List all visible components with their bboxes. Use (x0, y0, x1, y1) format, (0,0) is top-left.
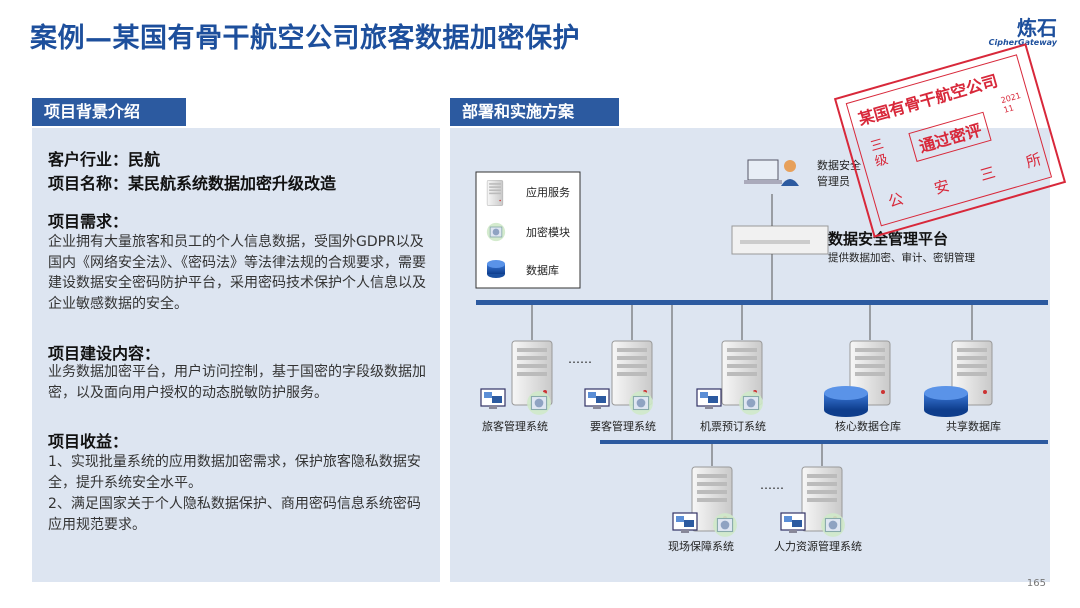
content-heading: 项目建设内容： (48, 344, 161, 363)
tab-background: 项目背景介绍 (32, 98, 186, 126)
page-title: 案例—某国有骨干航空公司旅客数据加密保护 (30, 23, 580, 54)
platform-title: 数据安全管理平台 (828, 230, 949, 248)
needs-heading: 项目需求： (48, 212, 129, 231)
logo-cn: 炼石 (1017, 16, 1057, 40)
benefit-1: 1、实现批量系统的应用数据加密需求，保护旅客隐私数据安全，提升系统安全水平。 (48, 454, 421, 491)
customer-industry: 客户行业：民航 (48, 150, 161, 169)
platform-subtitle: 提供数据加密、审计、密钥管理 (828, 252, 975, 264)
system-passenger: 旅客管理系统 (482, 420, 548, 433)
brand-logo: 炼石 CipherGateway (985, 12, 1065, 52)
system-booking: 机票预订系统 (700, 420, 766, 433)
benefit-heading: 项目收益： (48, 432, 129, 451)
admin-label: 数据安全 管理员 (817, 159, 861, 188)
logo-en: CipherGateway (988, 38, 1057, 47)
system-core-warehouse: 核心数据仓库 (835, 420, 901, 433)
ellipsis-row1: …… (568, 352, 592, 366)
left-panel (32, 128, 440, 582)
system-hr: 人力资源管理系统 (774, 540, 862, 553)
needs-text: 企业拥有大量旅客和员工的个人信息数据，受国外GDPR以及国内《网络安全法》、《密… (48, 234, 426, 312)
project-name: 项目名称：某民航系统数据加密升级改造 (48, 174, 337, 193)
tab-deployment: 部署和实施方案 (450, 98, 619, 126)
benefit-2: 2、满足国家关于个人隐私数据保护、商用密码信息系统密码应用规范要求。 (48, 496, 421, 533)
system-vip: 要客管理系统 (590, 420, 656, 433)
ellipsis-row2: …… (760, 478, 784, 492)
content-text: 业务数据加密平台，用户访问控制，基于国密的字段级数据加密，以及面向用户授权的动态… (48, 364, 426, 401)
legend-enc: 加密模块 (526, 225, 570, 239)
system-shared-db: 共享数据库 (946, 420, 1001, 433)
legend-db: 数据库 (526, 263, 559, 277)
deployment-diagram: 应用服务 加密模块 数据库 (475, 159, 1048, 538)
system-onsite: 现场保障系统 (668, 540, 734, 553)
page-number: 165 (1026, 578, 1046, 589)
legend-app: 应用服务 (526, 185, 570, 199)
